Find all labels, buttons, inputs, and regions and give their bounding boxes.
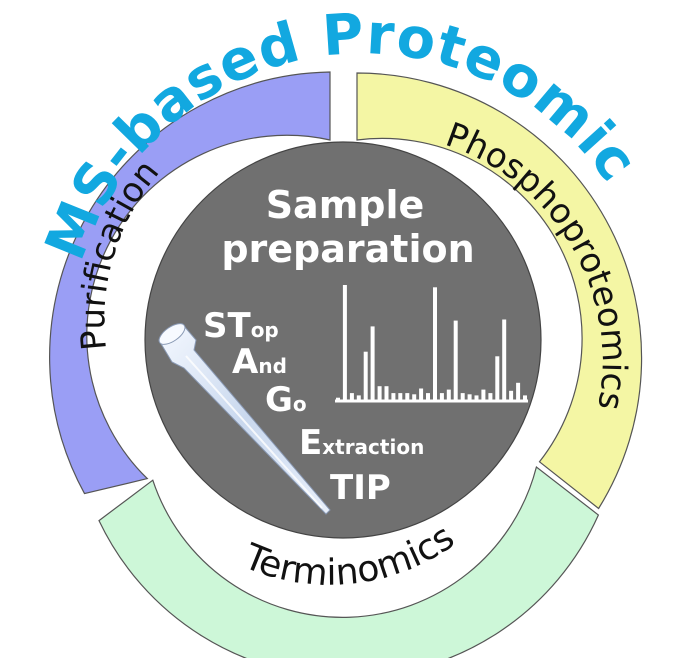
- spectrum-peak: [523, 395, 527, 400]
- spectrum-peak: [509, 390, 514, 400]
- stage-tip-line: Go: [265, 380, 307, 420]
- spectrum-peak: [356, 395, 361, 400]
- spectrum-peak: [446, 389, 451, 400]
- spectrum-peak: [363, 351, 368, 400]
- spectrum-peak: [439, 393, 444, 400]
- spectrum-peak: [474, 395, 479, 400]
- spectrum-peak: [412, 394, 417, 401]
- spectrum-peak: [405, 393, 410, 400]
- stage-tip-initial: E: [299, 423, 322, 463]
- spectrum-peak: [426, 393, 430, 400]
- stage-tip-line: TIP: [330, 468, 391, 508]
- spectrum-peak: [419, 388, 424, 400]
- spectrum-peak: [336, 397, 340, 400]
- spectrum-peak: [398, 393, 403, 400]
- spectrum-peak: [460, 393, 465, 400]
- center-title-line1: Sample: [266, 183, 425, 227]
- stage-tip-line: And: [232, 342, 287, 382]
- spectrum-peak: [370, 326, 375, 400]
- spectrum-peak: [453, 320, 458, 400]
- spectrum-peak: [349, 393, 354, 400]
- spectrum-peak: [502, 319, 507, 400]
- stage-tip-initial: TIP: [330, 468, 391, 508]
- spectrum-peak: [495, 356, 500, 400]
- spectrum-peak: [481, 389, 486, 400]
- pipette-tip-highlight: [185, 355, 323, 509]
- pipette-tip-rim: [158, 323, 186, 345]
- spectrum-peak: [467, 394, 472, 401]
- stage-tip-rest: nd: [258, 354, 287, 378]
- spectrum-peak: [516, 382, 521, 401]
- spectrum-peak: [384, 386, 389, 400]
- spectrum-peak: [342, 285, 347, 400]
- stage-tip-rest: o: [293, 392, 307, 416]
- spectrum-peak: [433, 287, 437, 400]
- stage-tip-initial: G: [265, 380, 293, 420]
- spectrum-peak: [488, 393, 493, 400]
- mass-spectrum-icon: [335, 285, 528, 403]
- spectrum-peak: [377, 386, 382, 400]
- stage-tip-line: Extraction: [299, 423, 424, 463]
- purification-segment: [49, 71, 331, 495]
- stage-tip-line: STop: [203, 306, 279, 346]
- center-title-line2: preparation: [221, 227, 474, 271]
- stage-tip-rest: op: [251, 318, 279, 342]
- stage-tip-initial: A: [232, 342, 259, 382]
- spectrum-peak: [391, 393, 396, 400]
- phosphoproteomics-segment: [356, 72, 643, 510]
- stage-tip-initial: ST: [203, 306, 251, 346]
- pipette-tip-icon: [158, 323, 331, 515]
- stage-tip-rest: xtraction: [322, 435, 424, 459]
